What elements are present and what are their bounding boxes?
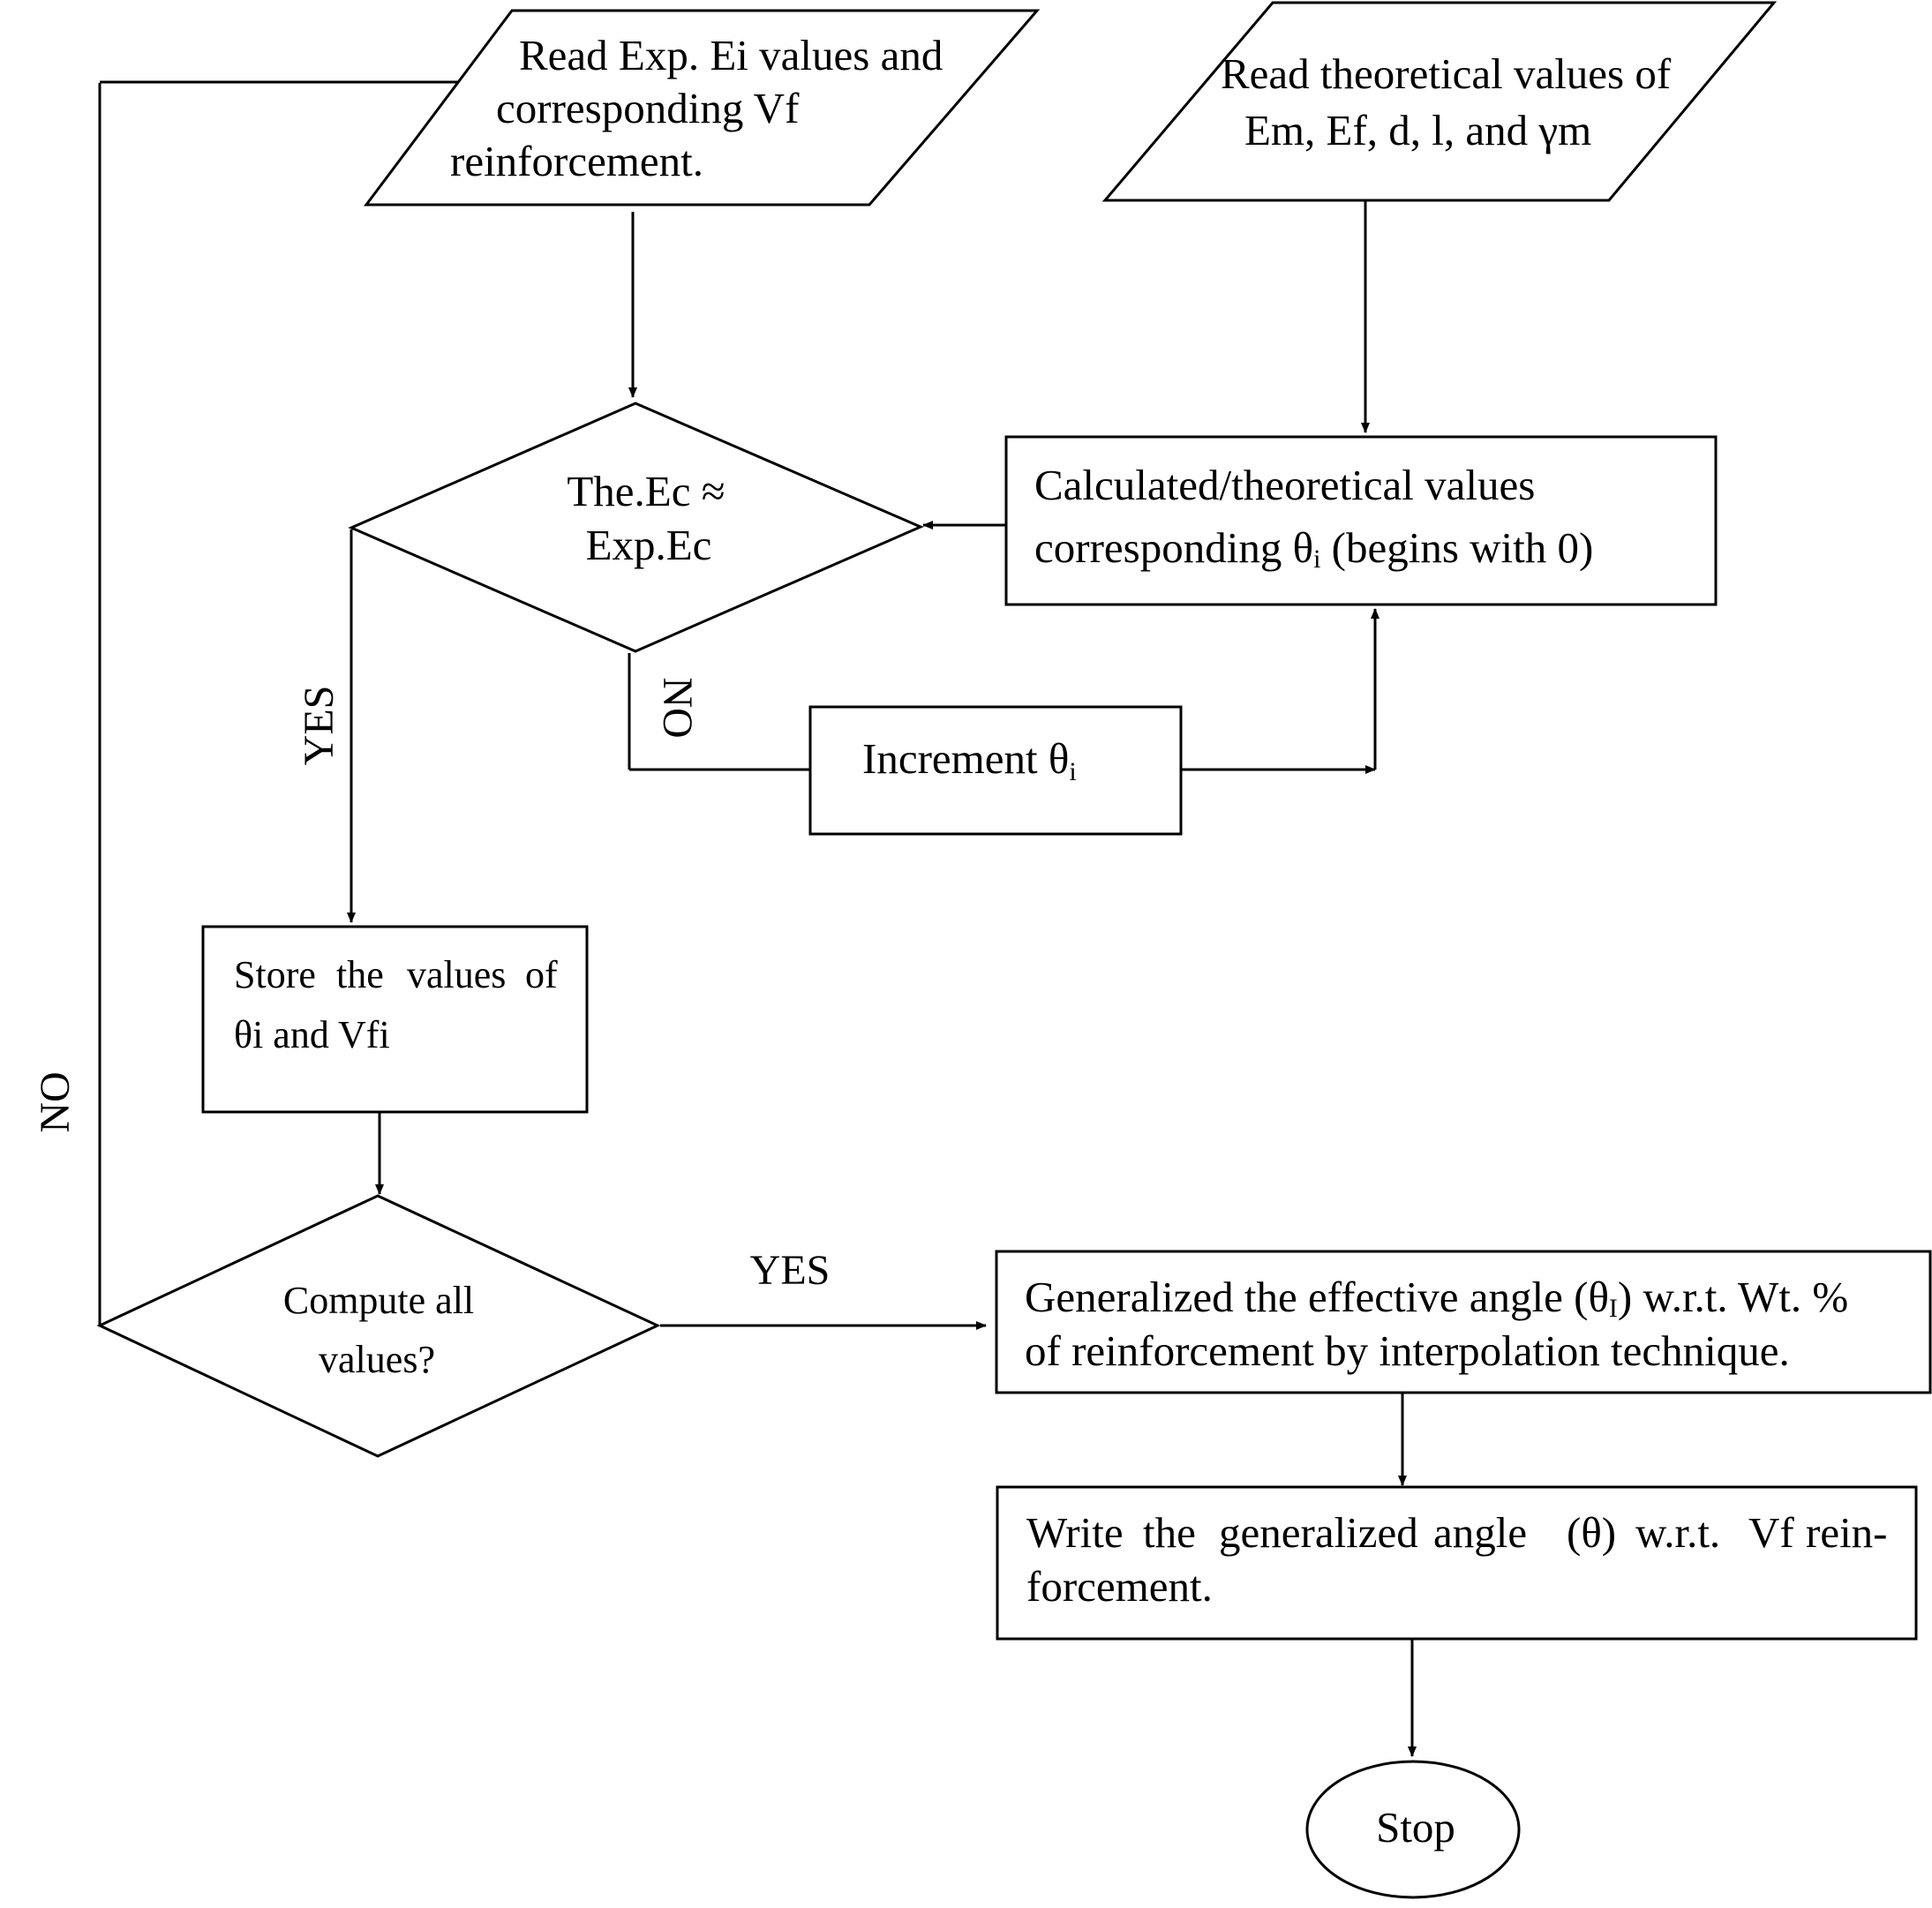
theta-symbol: θ — [1293, 523, 1313, 572]
connectors — [98, 78, 1417, 1757]
compute-decision-line-2: values? — [319, 1338, 435, 1381]
gamma-symbol: γ — [1537, 106, 1558, 154]
generalize-angle-node: Generalized the effective angle (θI) w.r… — [995, 1250, 1932, 1394]
read-exp-line-2: corresponding Vf — [496, 84, 800, 132]
ec-decision-line-1: The.Ec ≈ — [567, 467, 725, 515]
ec-comparison-decision: The.Ec ≈ Exp.Ec — [348, 402, 924, 653]
theta-symbol: θ — [1049, 734, 1069, 783]
calculated-values-node: Calculated/theoretical values correspond… — [1004, 435, 1718, 606]
generalize-line-2: of reinforcement by interpolation techni… — [1025, 1326, 1790, 1375]
edge-labels: YES NO NO YES — [32, 677, 830, 1294]
store-line-2: θi and Vfi — [234, 1013, 390, 1056]
compute-decision-line-1: Compute all — [283, 1279, 474, 1322]
theta-symbol: θ — [1588, 1273, 1608, 1321]
read-theoretical-values-node: Read theoretical values of Em, Ef, d, l,… — [1101, 1, 1778, 202]
no-label-loop: NO — [32, 1071, 79, 1132]
increment-label: Increment θi — [862, 734, 1077, 786]
yes-label-generalize: YES — [750, 1247, 831, 1294]
yes-label-store: YES — [296, 686, 342, 766]
calc-line-1: Calculated/theoretical values — [1034, 461, 1535, 509]
no-label-increment: NO — [654, 677, 701, 738]
stop-terminator: Stop — [1305, 1760, 1521, 1899]
generalize-line-1: Generalized the effective angle (θI) w.r… — [1025, 1273, 1848, 1323]
compute-all-decision: Compute all values? — [96, 1194, 661, 1458]
calc-line-2: corresponding θi (begins with 0) — [1034, 523, 1593, 574]
read-exp-values-node: Read Exp. Ei values and corresponding Vf… — [364, 9, 1041, 207]
increment-theta-node: Increment θi — [808, 705, 1183, 836]
read-theo-line-2: Em, Ef, d, l, and γm — [1244, 106, 1591, 154]
read-theo-line-1: Read theoretical values of — [1221, 49, 1672, 98]
write-line-2: forcement. — [1026, 1562, 1213, 1611]
read-exp-line-1: Read Exp. Ei values and — [519, 31, 943, 79]
ec-decision-line-2: Exp.Ec — [586, 521, 712, 569]
stop-label: Stop — [1376, 1803, 1455, 1852]
read-exp-line-3: reinforcement. — [450, 137, 703, 185]
